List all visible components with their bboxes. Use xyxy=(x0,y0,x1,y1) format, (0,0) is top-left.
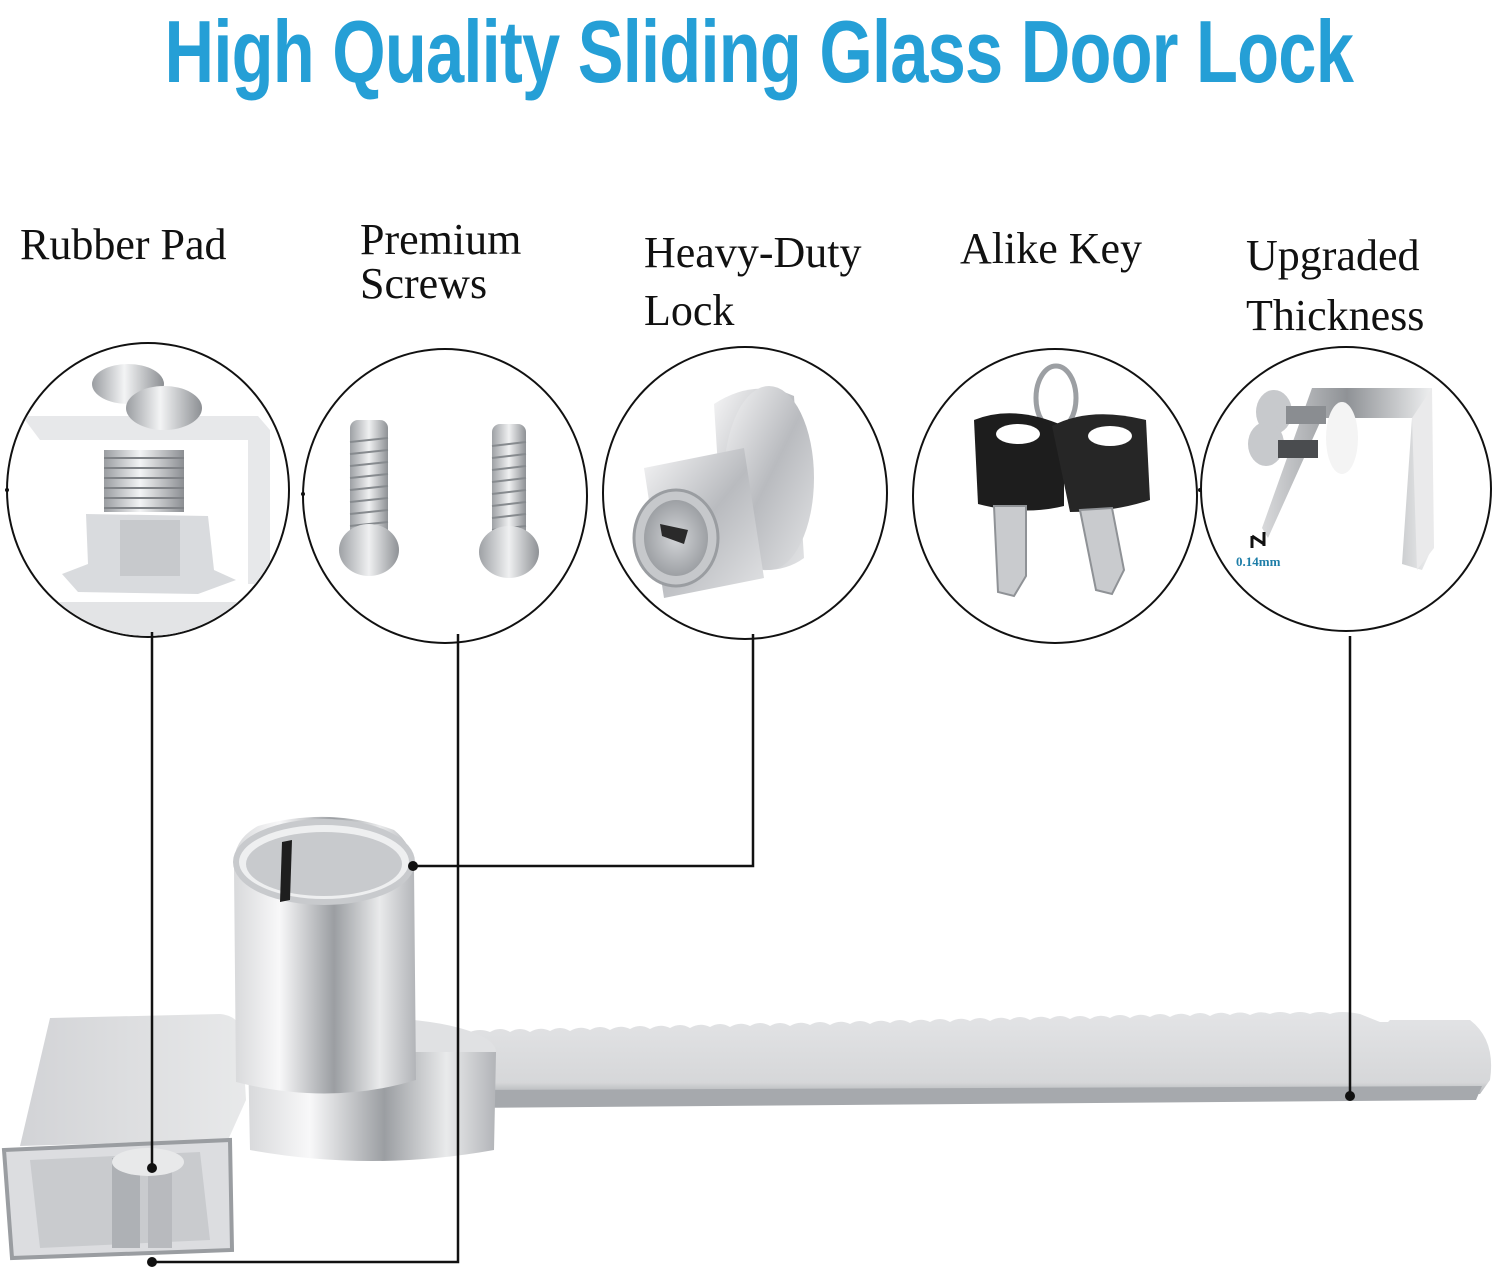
leader-dots xyxy=(5,488,1355,1267)
label-line: Lock xyxy=(644,286,735,335)
label-line: Upgraded xyxy=(1246,231,1420,280)
thickness-dimension: 0.14mm xyxy=(1236,554,1281,569)
heavy-duty-lock-circle xyxy=(602,346,888,640)
alike-key-circle xyxy=(912,348,1198,644)
label-heavy-duty-lock: Heavy-Duty Lock xyxy=(644,224,862,340)
label-alike-key: Alike Key xyxy=(960,226,1142,272)
u-bracket xyxy=(1,1014,246,1261)
premium-screws-circle xyxy=(302,348,588,644)
label-upgraded-thickness: Upgraded Thickness xyxy=(1246,226,1424,346)
label-line: Premium xyxy=(360,215,522,264)
label-line: Rubber Pad xyxy=(20,220,227,269)
serrated-bar xyxy=(462,1012,1492,1108)
label-rubber-pad: Rubber Pad xyxy=(20,222,227,268)
lock-cylinder xyxy=(233,816,496,1161)
keys-icon xyxy=(974,363,1150,598)
bracket-icon xyxy=(1248,388,1434,570)
lock-cylinder-icon xyxy=(632,386,814,598)
rubber-pad-circle xyxy=(6,342,290,638)
label-line: Thickness xyxy=(1246,291,1425,340)
label-premium-screws: Premium Screws xyxy=(360,218,521,306)
leader-lines xyxy=(150,632,1352,1264)
label-line: Alike Key xyxy=(960,224,1143,273)
upgraded-thickness-circle: 0.14mm xyxy=(1200,346,1492,632)
page-title: High Quality Sliding Glass Door Lock xyxy=(164,2,1354,101)
label-line: Screws xyxy=(360,259,488,308)
screws-icon xyxy=(339,420,539,578)
label-line: Heavy-Duty xyxy=(644,228,862,277)
